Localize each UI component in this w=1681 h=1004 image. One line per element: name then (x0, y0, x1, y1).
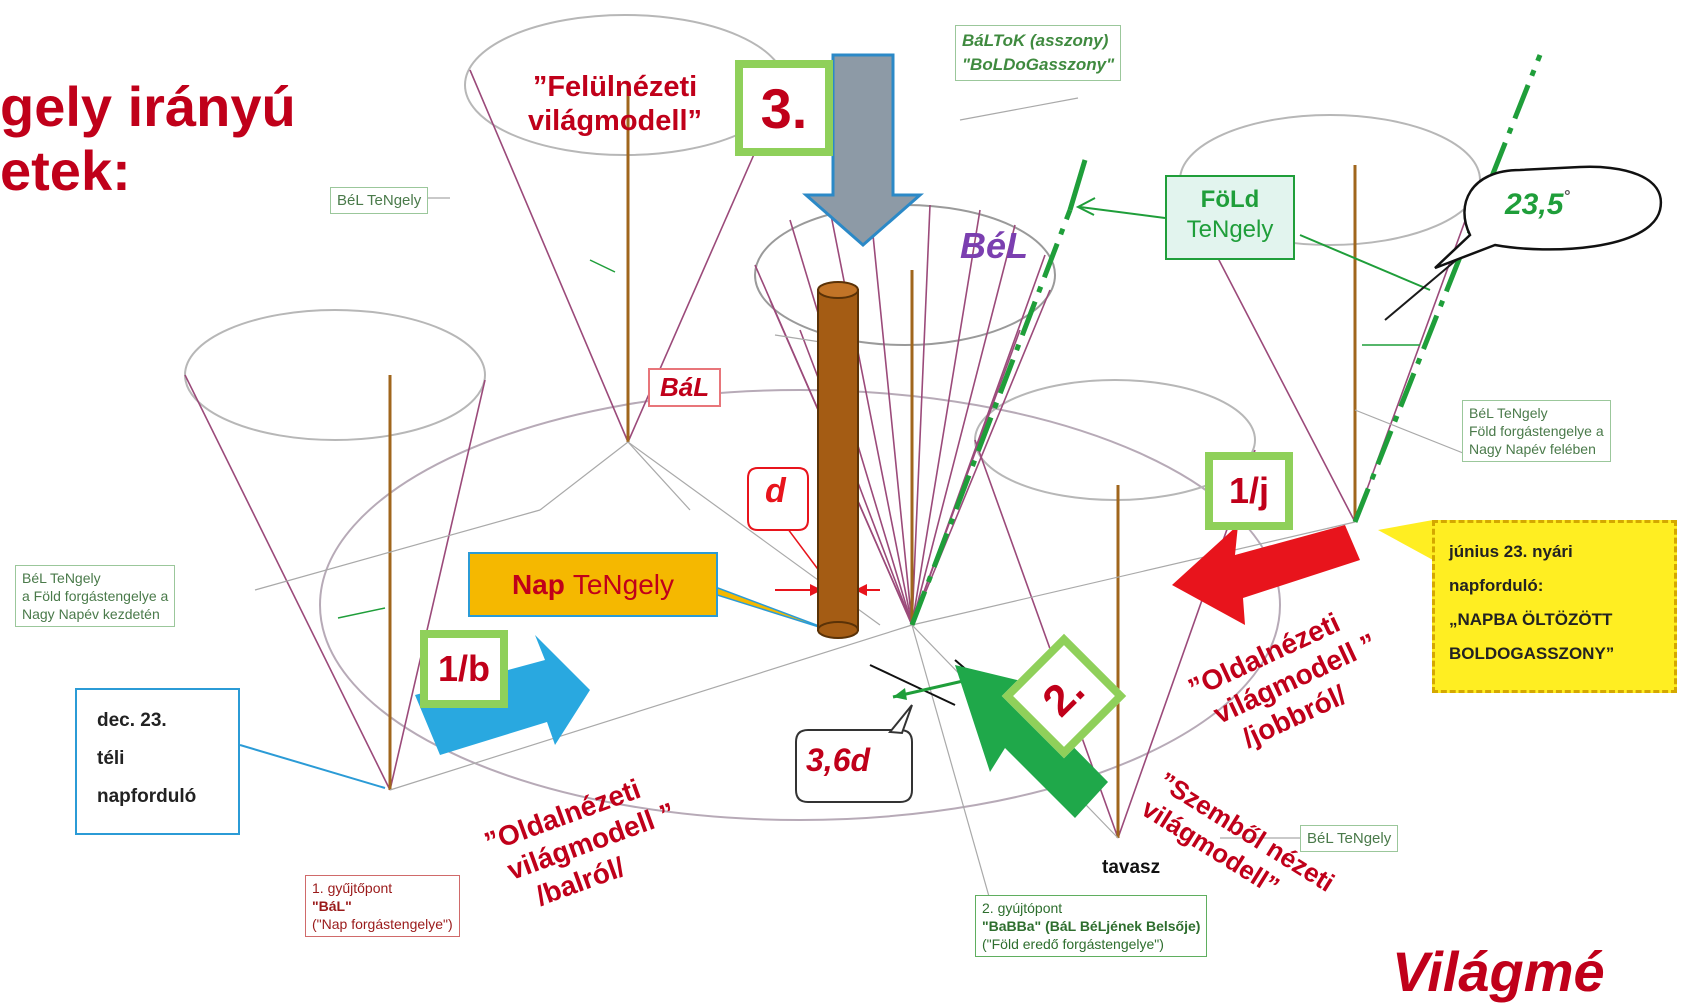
gray-down-arrow (802, 53, 924, 247)
spring-label: tavasz (1102, 857, 1161, 878)
fold-tengely-box: FöLd TeNgely (1165, 175, 1295, 260)
angle-value: 23,5° (1505, 188, 1570, 221)
focus-point-2-box: 2. gyújtópont "BaBBa" (BáL BéLjének Bels… (975, 895, 1208, 957)
focus1-line-1: 1. gyűjtőpont (312, 880, 393, 896)
bel-right-line-2: Föld forgástengelye a (1469, 423, 1604, 439)
orbit-ellipse (319, 389, 1281, 821)
bel-tengely-left-note: BéL TeNgely a Föld forgástengelye a Nagy… (15, 565, 176, 627)
bal-label: BáL (648, 368, 722, 407)
june-solstice-box: június 23. nyári napforduló: „NAPBA ÖLTÖ… (1432, 520, 1677, 693)
june-line-2: napforduló: (1449, 576, 1544, 595)
dec-line-1: dec. 23. (97, 710, 167, 731)
fold-tengely-label: TeNgely (1186, 216, 1274, 243)
bel-right-line-1: BéL TeNgely (1469, 405, 1548, 421)
dec-line-2: téli (97, 748, 125, 769)
baltok-box: BáLToK (asszony) "BoLDoGasszony" (955, 25, 1122, 81)
red-arrow (1172, 525, 1360, 625)
bel-tengely-bottom-label: BéL TeNgely (1300, 825, 1399, 852)
nap-label: Nap (511, 568, 565, 600)
focus2-line-1: 2. gyújtópont (982, 900, 1063, 916)
sun-rod (817, 289, 859, 631)
label-1b: 1/b (420, 630, 508, 708)
bel-tengely-right-note: BéL TeNgely Föld forgástengelye a Nagy N… (1462, 400, 1611, 462)
focus2-line-2: "BaBBa" (BáL BéLjének Belsője) (982, 918, 1201, 934)
nap-tengely-box: Nap TeNgely (468, 552, 718, 617)
page-title: gely irányú etek: (0, 75, 296, 203)
focus2-line-3: ("Föld eredő forgástengelye") (982, 936, 1164, 952)
june-line-4: BOLDOGASSZONY” (1449, 644, 1615, 663)
title-line-1: gely irányú (0, 75, 296, 138)
june-line-3: „NAPBA ÖLTÖZÖTT (1449, 610, 1613, 629)
top-cone-ellipse-2 (184, 309, 486, 441)
fold-label: FöLd (1200, 186, 1260, 213)
label-1j: 1/j (1205, 452, 1293, 530)
world-model-drawing (184, 14, 1663, 901)
top-view-model-label: ”Felülnézeti világmodell” (527, 71, 703, 137)
focus1-line-3: ("Nap forgástengelye") (312, 916, 453, 932)
diagram-canvas: gely irányú etek: ”Felülnézeti világmode… (0, 14, 1677, 1003)
green-arrow (955, 665, 1108, 818)
bottom-right-title: Világmé (1392, 940, 1605, 1003)
baltok-line-1: BáLToK (asszony) (962, 31, 1109, 50)
d-label: d (765, 472, 786, 510)
label-3: 3. (735, 60, 833, 156)
angle-value-text: 23,5 (1505, 188, 1564, 221)
title-line-2: etek: (0, 139, 131, 202)
bel-tengely-top-label: BéL TeNgely (330, 187, 429, 214)
dec-line-3: napforduló (97, 786, 197, 807)
june-line-1: június 23. nyári (1449, 542, 1573, 561)
bel-label: BéL (960, 225, 1029, 266)
bel-left-line-3: Nagy Napév kezdetén (22, 606, 160, 622)
ratio-label: 3,6d (806, 742, 871, 778)
bel-left-line-2: a Föld forgástengelye a (22, 588, 169, 604)
focus1-line-2: "BáL" (312, 898, 352, 914)
bel-right-line-3: Nagy Napév felében (1469, 441, 1596, 457)
nap-tengely-label: TeNgely (572, 568, 675, 600)
baltok-line-2: "BoLDoGasszony" (962, 55, 1115, 74)
focus-point-1-box: 1. gyűjtőpont "BáL" ("Nap forgástengelye… (305, 875, 460, 937)
december-solstice-box: dec. 23. téli napforduló (75, 688, 240, 835)
bel-left-line-1: BéL TeNgely (22, 570, 101, 586)
